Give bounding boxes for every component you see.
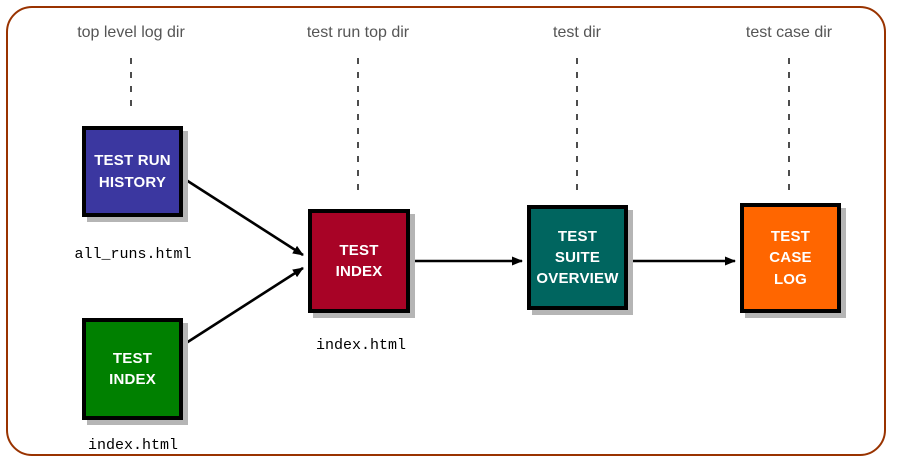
node-label-test-suite-overview: TEST SUITE OVERVIEW	[536, 227, 619, 288]
node-test-case-log[interactable]: TEST CASE LOG	[740, 203, 841, 313]
edge-green-index-to-index	[182, 266, 304, 347]
column-header-test-run-top-dir: test run top dir	[306, 24, 410, 41]
node-label-test-case-log: TEST CASE LOG	[769, 228, 812, 288]
node-test-index-red[interactable]: TEST INDEX	[308, 209, 410, 313]
node-label-test-index-green: TEST INDEX	[109, 349, 156, 388]
node-label-test-index-red: TEST INDEX	[335, 241, 383, 280]
column-header-test-case-dir: test case dir	[745, 24, 833, 41]
column-header-top-level-log-dir: top level log dir	[77, 24, 185, 41]
caption-all-runs: all_runs.html	[74, 246, 192, 263]
node-test-run-history[interactable]: TEST RUN HISTORY	[82, 126, 183, 217]
caption-index-red: index.html	[315, 337, 407, 354]
arrow-connectors	[182, 176, 736, 347]
node-label-test-run-history: TEST RUN HISTORY	[94, 152, 171, 191]
edge-history-to-index	[182, 176, 304, 257]
caption-index-green: index.html	[87, 437, 179, 454]
dashed-guide-lines	[130, 58, 790, 194]
column-header-test-dir: test dir	[552, 24, 602, 41]
node-test-index-green[interactable]: TEST INDEX	[82, 318, 183, 420]
node-test-suite-overview[interactable]: TEST SUITE OVERVIEW	[527, 205, 628, 310]
